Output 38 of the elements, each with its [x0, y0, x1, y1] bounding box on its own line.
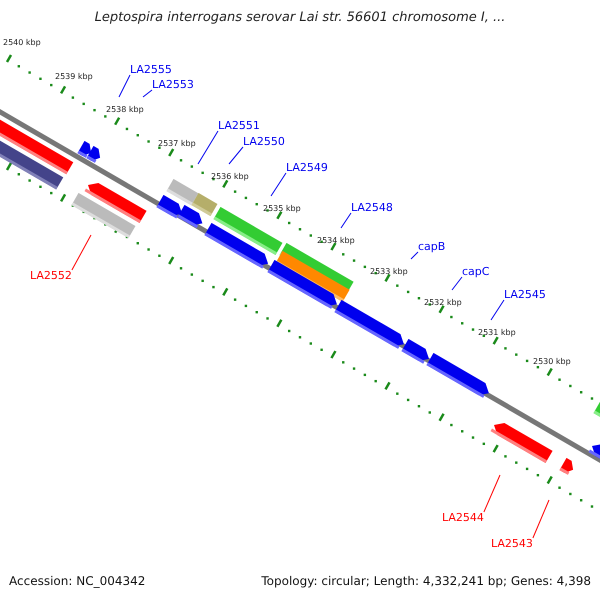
gene-label: LA2545: [504, 288, 546, 301]
scale-label: 2534 kbp: [317, 236, 355, 246]
genome-info-text: Topology: circular; Length: 4,332,241 bp; Genes: 4,398: [261, 575, 591, 588]
leader-line: [410, 252, 418, 260]
scale-label: 2537 kbp: [158, 139, 196, 149]
accession-text: Accession: NC_004342: [9, 575, 146, 588]
scale-label: 2535 kbp: [263, 204, 301, 214]
gene-label: LA2555: [130, 63, 172, 76]
gene-label: LA2543: [491, 537, 533, 550]
leader-line: [452, 276, 462, 290]
scale-label: 2539 kbp: [55, 72, 93, 82]
scale-label: 2536 kbp: [211, 172, 249, 182]
scale-label: 2530 kbp: [533, 357, 571, 367]
scale-label: 2538 kbp: [106, 105, 144, 115]
gene-label: LA2552: [30, 269, 72, 282]
gene-label: LA2550: [243, 135, 285, 148]
leader-line: [532, 500, 550, 538]
gene-label: capC: [462, 265, 490, 278]
leader-line: [490, 300, 504, 320]
leader-line: [198, 130, 218, 164]
leader-line: [118, 74, 130, 98]
gene-label: LA2549: [286, 161, 328, 174]
leader-line: [270, 172, 286, 196]
leader-line: [228, 146, 244, 164]
leader-line: [142, 90, 152, 98]
leader-line: [71, 234, 92, 270]
scale-label: 2532 kbp: [424, 298, 462, 308]
gene-label: LA2548: [351, 201, 393, 214]
gene-label: LA2544: [442, 511, 484, 524]
leader-line: [483, 474, 500, 512]
scale-label: 2540 kbp: [3, 38, 41, 48]
scale-label: 2531 kbp: [478, 328, 516, 338]
scale-label: 2533 kbp: [370, 267, 408, 277]
leader-line: [340, 212, 352, 228]
gene-label: LA2553: [152, 78, 194, 91]
map-title: Leptospira interrogans serovar Lai str. 56601 chromosome I, ...: [94, 11, 506, 24]
gene-label: capB: [418, 240, 446, 253]
gene-label: LA2551: [218, 119, 260, 132]
